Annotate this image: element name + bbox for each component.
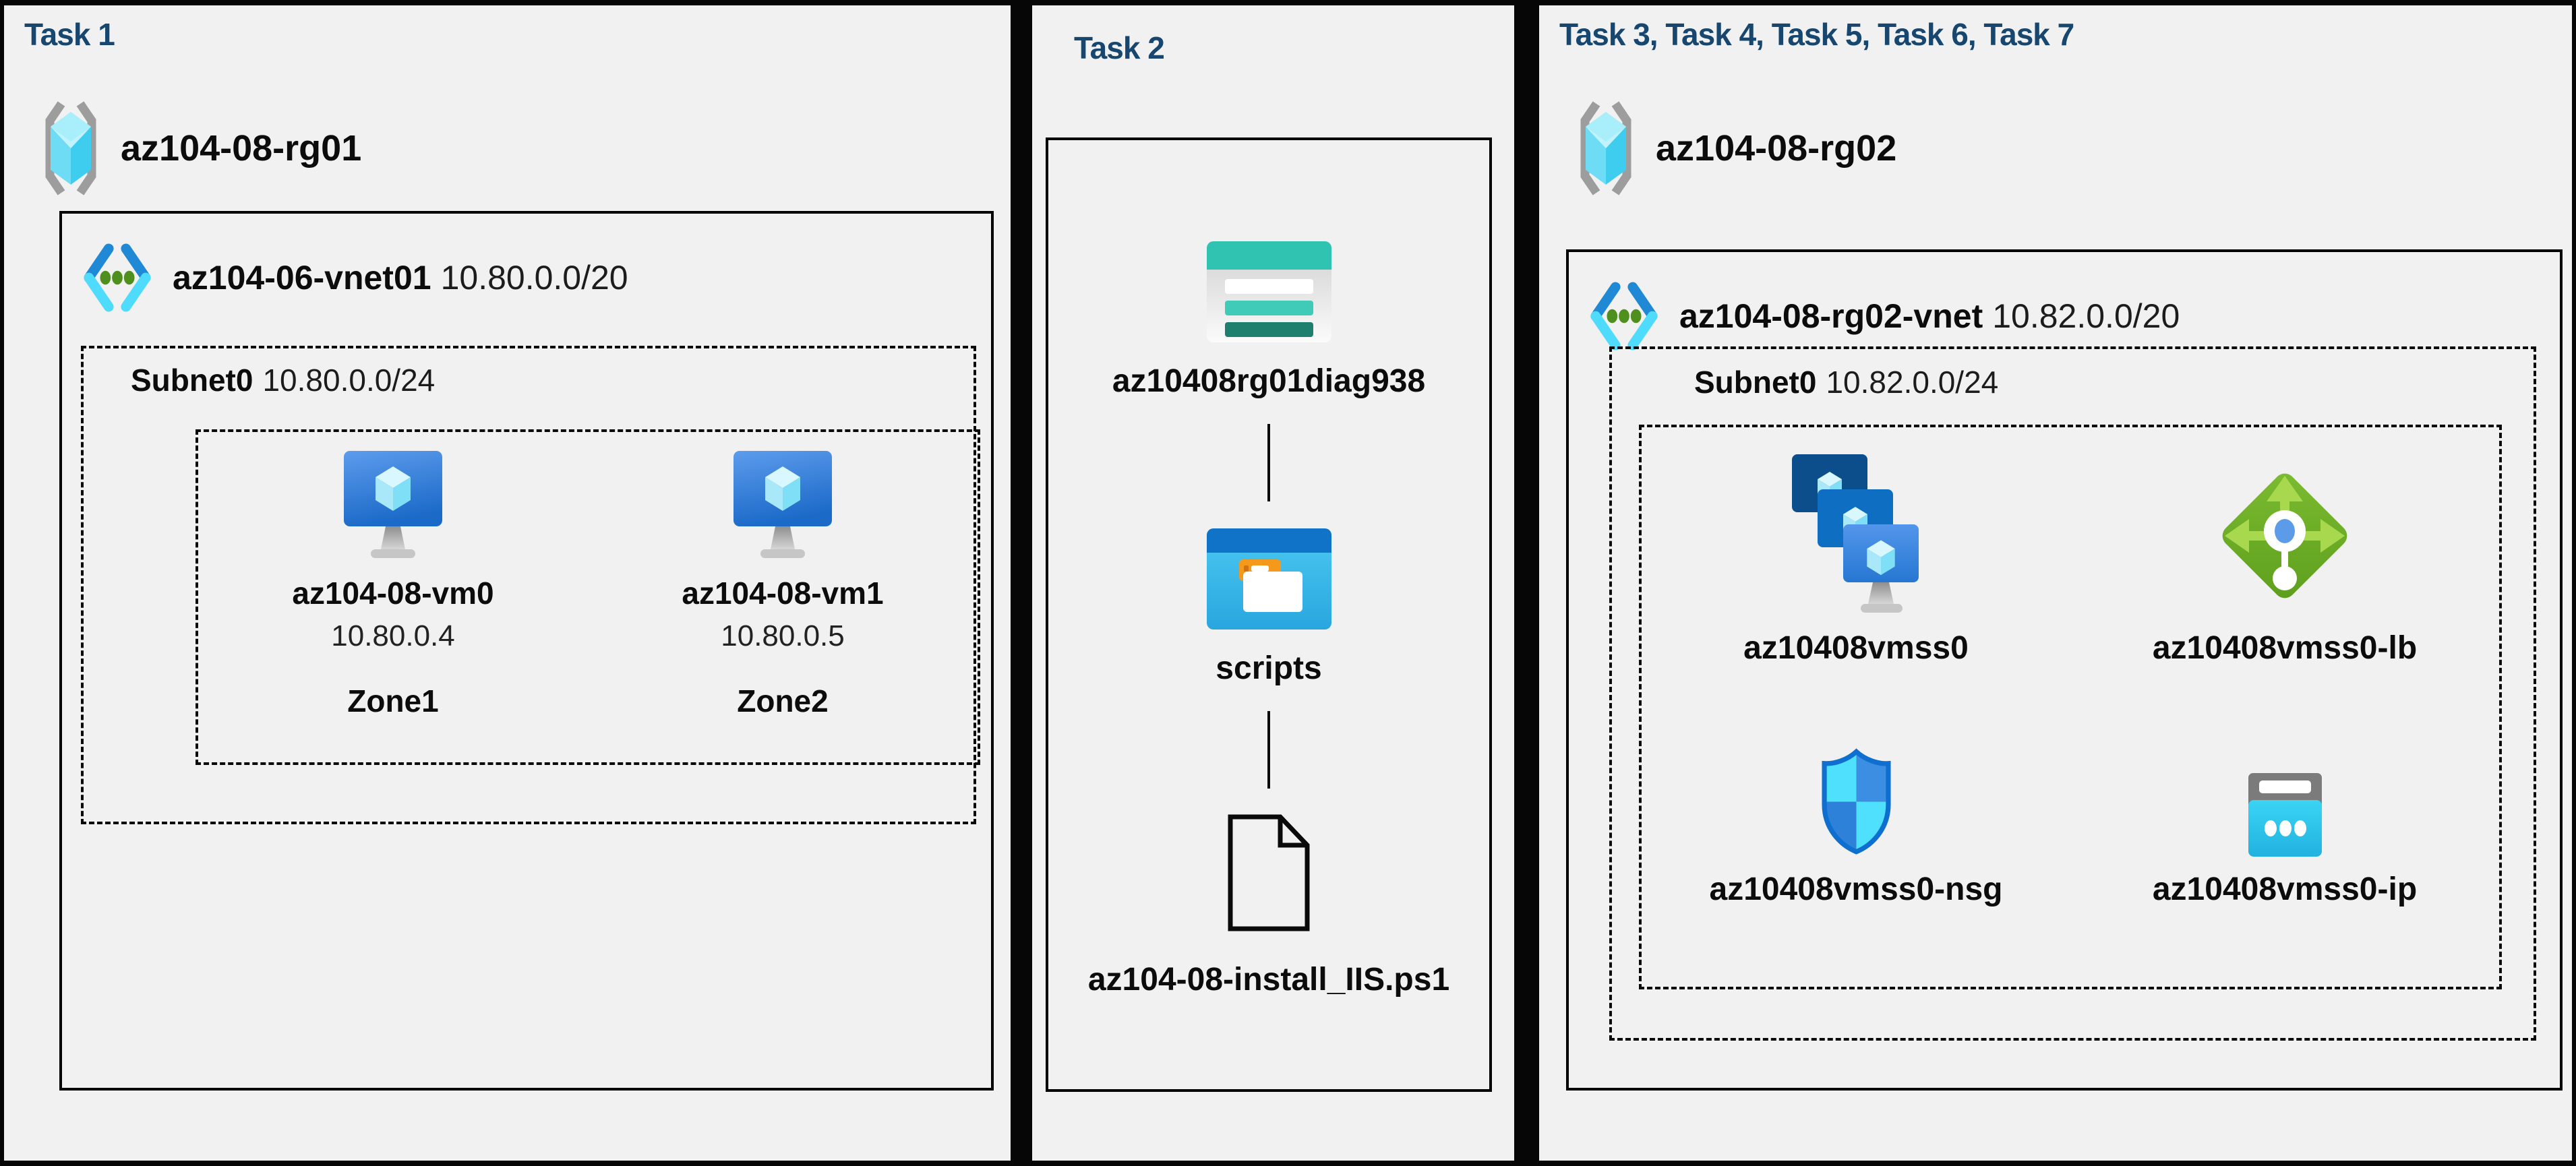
icon-slot (2243, 739, 2327, 857)
task3-title: Task 3, Task 4, Task 5, Task 6, Task 7 (1559, 17, 2074, 52)
script-file-name: az104-08-install_IIS.ps1 (1087, 962, 1450, 998)
load-balancer-name: az10408vmss0-lb (2152, 630, 2418, 666)
storage-chain-box: az10408rg01diag938 scripts az104-08-inst… (1046, 137, 1492, 1092)
vmss-cell: az10408vmss0 (1642, 427, 2070, 707)
vm-name: az104-08-vm0 (292, 576, 494, 611)
task3-panel: Task 3, Task 4, Task 5, Task 6, Task 7 a… (1539, 5, 2572, 1161)
script-file-icon (1228, 814, 1310, 931)
resource-group-icon (45, 101, 96, 195)
vm-zone: Zone1 (347, 683, 439, 718)
icon-slot (1792, 448, 1920, 616)
resource-group-rg01: az104-08-rg01 (41, 98, 361, 198)
vm-ip: 10.80.0.4 (331, 619, 455, 652)
subnet-label: Subnet0 10.82.0.0/24 (1694, 364, 1998, 400)
vnet-name: az104-06-vnet01 (173, 259, 431, 297)
virtual-network-icon (1590, 282, 1658, 350)
nsg-name: az10408vmss0-nsg (1709, 871, 2003, 907)
subnet-label: Subnet0 10.80.0.0/24 (131, 362, 435, 398)
vm-ip: 10.80.0.5 (721, 619, 845, 652)
icon-slot (2214, 448, 2356, 616)
vm1-column: az104-08-vm1 10.80.0.5 Zone2 (588, 432, 978, 762)
vmss-name: az10408vmss0 (1743, 630, 1969, 666)
connector-line (1267, 711, 1270, 789)
network-security-group-icon (1821, 748, 1891, 855)
resources-box: az10408vmss0 (1639, 425, 2502, 989)
load-balancer-icon (2222, 473, 2347, 599)
public-ip-name: az10408vmss0-ip (2152, 871, 2418, 907)
vm-name: az104-08-vm1 (682, 576, 884, 611)
subnet0-box: Subnet0 10.80.0.0/24 az104-08-vm0 10.80.0… (81, 346, 980, 824)
virtual-network-icon (84, 243, 151, 312)
public-ip-cell: az10408vmss0-ip (2070, 707, 2499, 987)
resource-group-rg02: az104-08-rg02 (1576, 98, 1896, 198)
vnet-name: az104-08-rg02-vnet (1679, 297, 1983, 335)
nsg-cell: az10408vmss0-nsg (1642, 707, 2070, 987)
resource-group-name: az104-08-rg02 (1656, 128, 1897, 168)
storage-account-icon (1206, 241, 1331, 342)
subnet-cidr: 10.80.0.0/24 (262, 363, 436, 398)
storage-account-name: az10408rg01diag938 (1112, 363, 1426, 399)
vm-zone: Zone2 (737, 683, 829, 718)
virtual-machine-icon (344, 451, 442, 558)
task2-panel: Task 2 az10408rg01diag938 scripts az104-… (1032, 5, 1514, 1161)
load-balancer-cell: az10408vmss0-lb (2070, 427, 2499, 707)
public-ip-icon (2248, 773, 2322, 857)
subnet-name: Subnet0 (131, 363, 253, 398)
resource-group-icon (1580, 101, 1631, 195)
zones-box: az104-08-vm0 10.80.0.4 Zone1 az104-08-vm… (196, 429, 980, 765)
vm-scale-set-icon (1792, 454, 1919, 613)
subnet0-box: Subnet0 10.82.0.0/24 (1609, 346, 2536, 1041)
vnet-cidr: 10.80.0.0/20 (440, 259, 628, 297)
icon-slot (1814, 739, 1898, 857)
task2-title: Task 2 (1074, 30, 1165, 65)
connector-line (1267, 424, 1270, 501)
container-name: scripts (1216, 650, 1322, 686)
subnet-cidr: 10.82.0.0/24 (1826, 365, 1999, 400)
virtual-machine-icon (733, 451, 832, 558)
vnet-cidr: 10.82.0.0/20 (1992, 297, 2180, 335)
vm0-column: az104-08-vm0 10.80.0.4 Zone1 (198, 432, 588, 762)
task1-title: Task 1 (24, 17, 115, 52)
resource-group-name: az104-08-rg01 (121, 128, 362, 168)
subnet-name: Subnet0 (1694, 365, 1817, 400)
blob-container-icon (1206, 528, 1331, 630)
